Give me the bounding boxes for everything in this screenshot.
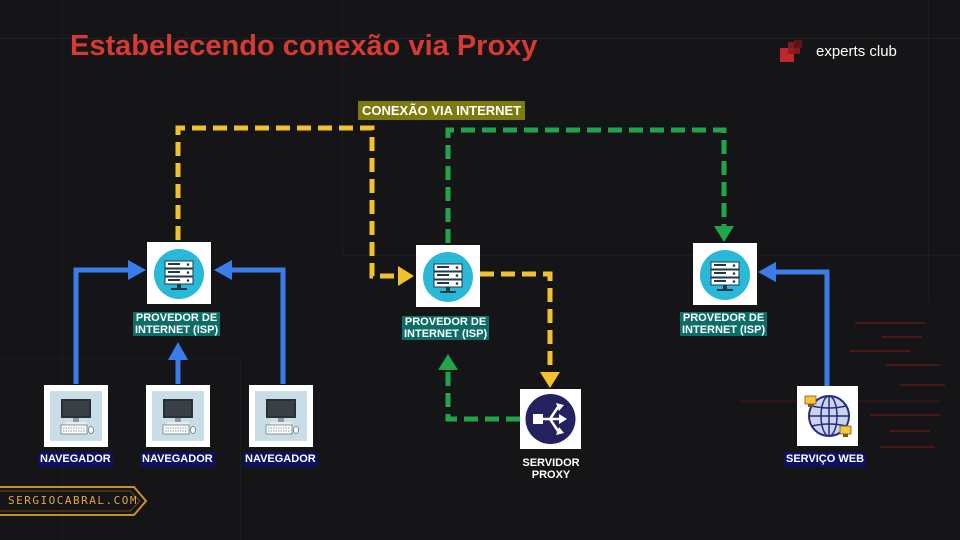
isp-right-label: PROVEDOR DE INTERNET (ISP) xyxy=(680,312,768,336)
desktop-computer-icon xyxy=(255,391,307,441)
proxy-server-label-line2: PROXY xyxy=(531,469,571,481)
globe-network-icon xyxy=(804,395,852,437)
server-rack-icon xyxy=(700,250,750,300)
isp-left-node xyxy=(147,242,211,304)
bg-line xyxy=(0,38,960,39)
internet-connection-tag: CONEXÃO VIA INTERNET xyxy=(358,101,526,120)
server-rack-icon xyxy=(154,249,204,299)
isp-right-label-line2: INTERNET (ISP) xyxy=(682,324,766,336)
browser-3-node xyxy=(249,385,313,447)
brand: experts club xyxy=(780,40,920,66)
isp-right-label-line1: PROVEDOR DE xyxy=(682,312,765,324)
deco-dash xyxy=(880,446,935,448)
bg-line xyxy=(928,0,929,300)
arrow-head xyxy=(168,342,188,360)
arrow-head xyxy=(398,266,414,286)
server-rack-icon xyxy=(423,252,473,302)
browser-1-label: NAVEGADOR xyxy=(38,452,113,467)
bg-line xyxy=(240,358,241,540)
arrow-head xyxy=(214,260,232,280)
web-service-node xyxy=(797,386,858,446)
arrow-head xyxy=(438,354,458,370)
proxy-server-label-line1: SERVIDOR xyxy=(522,457,580,469)
deco-dash xyxy=(900,384,945,386)
proxy-distribution-icon xyxy=(525,394,576,444)
arrow-head xyxy=(758,262,776,282)
proxy-server-node xyxy=(520,389,581,449)
isp-right-node xyxy=(693,243,757,305)
isp-mid-label-line2: INTERNET (ISP) xyxy=(404,328,488,340)
isp-mid-node xyxy=(416,245,480,307)
footer-website: SERGIOCABRAL.COM xyxy=(8,494,138,507)
desktop-computer-icon xyxy=(50,391,102,441)
proxy-server-label: SERVIDOR PROXY xyxy=(515,457,587,481)
arrow-head xyxy=(128,260,146,280)
bg-line xyxy=(0,358,240,359)
isp-left-label: PROVEDOR DE INTERNET (ISP) xyxy=(133,312,221,336)
desktop-computer-icon xyxy=(152,391,204,441)
blue-arrows xyxy=(73,260,830,386)
bg-line xyxy=(342,255,960,256)
deco-dash xyxy=(850,350,910,352)
browser-2-node xyxy=(146,385,210,447)
arrow-head xyxy=(714,226,734,242)
deco-dash xyxy=(855,322,925,324)
experts-club-logo-icon xyxy=(780,40,802,62)
isp-mid-label-line1: PROVEDOR DE xyxy=(404,316,487,328)
deco-dash xyxy=(885,364,940,366)
arrow-head xyxy=(540,372,560,388)
isp-mid-label: PROVEDOR DE INTERNET (ISP) xyxy=(402,316,490,340)
footer-badge-frame xyxy=(0,486,148,516)
isp-left-label-line1: PROVEDOR DE xyxy=(135,312,218,324)
bg-line xyxy=(62,0,63,540)
isp-left-label-line2: INTERNET (ISP) xyxy=(135,324,219,336)
deco-dash xyxy=(882,336,922,338)
yellow-path xyxy=(175,125,560,388)
green-path xyxy=(438,127,734,422)
browser-1-node xyxy=(44,385,108,447)
web-service-label: SERVIÇO WEB xyxy=(784,452,867,467)
brand-name: experts club xyxy=(816,43,897,60)
browser-2-label: NAVEGADOR xyxy=(140,452,215,467)
deco-dash xyxy=(870,414,940,416)
browser-3-label: NAVEGADOR xyxy=(243,452,318,467)
deco-dash xyxy=(890,430,930,432)
slide-title: Estabelecendo conexão via Proxy xyxy=(70,30,538,62)
